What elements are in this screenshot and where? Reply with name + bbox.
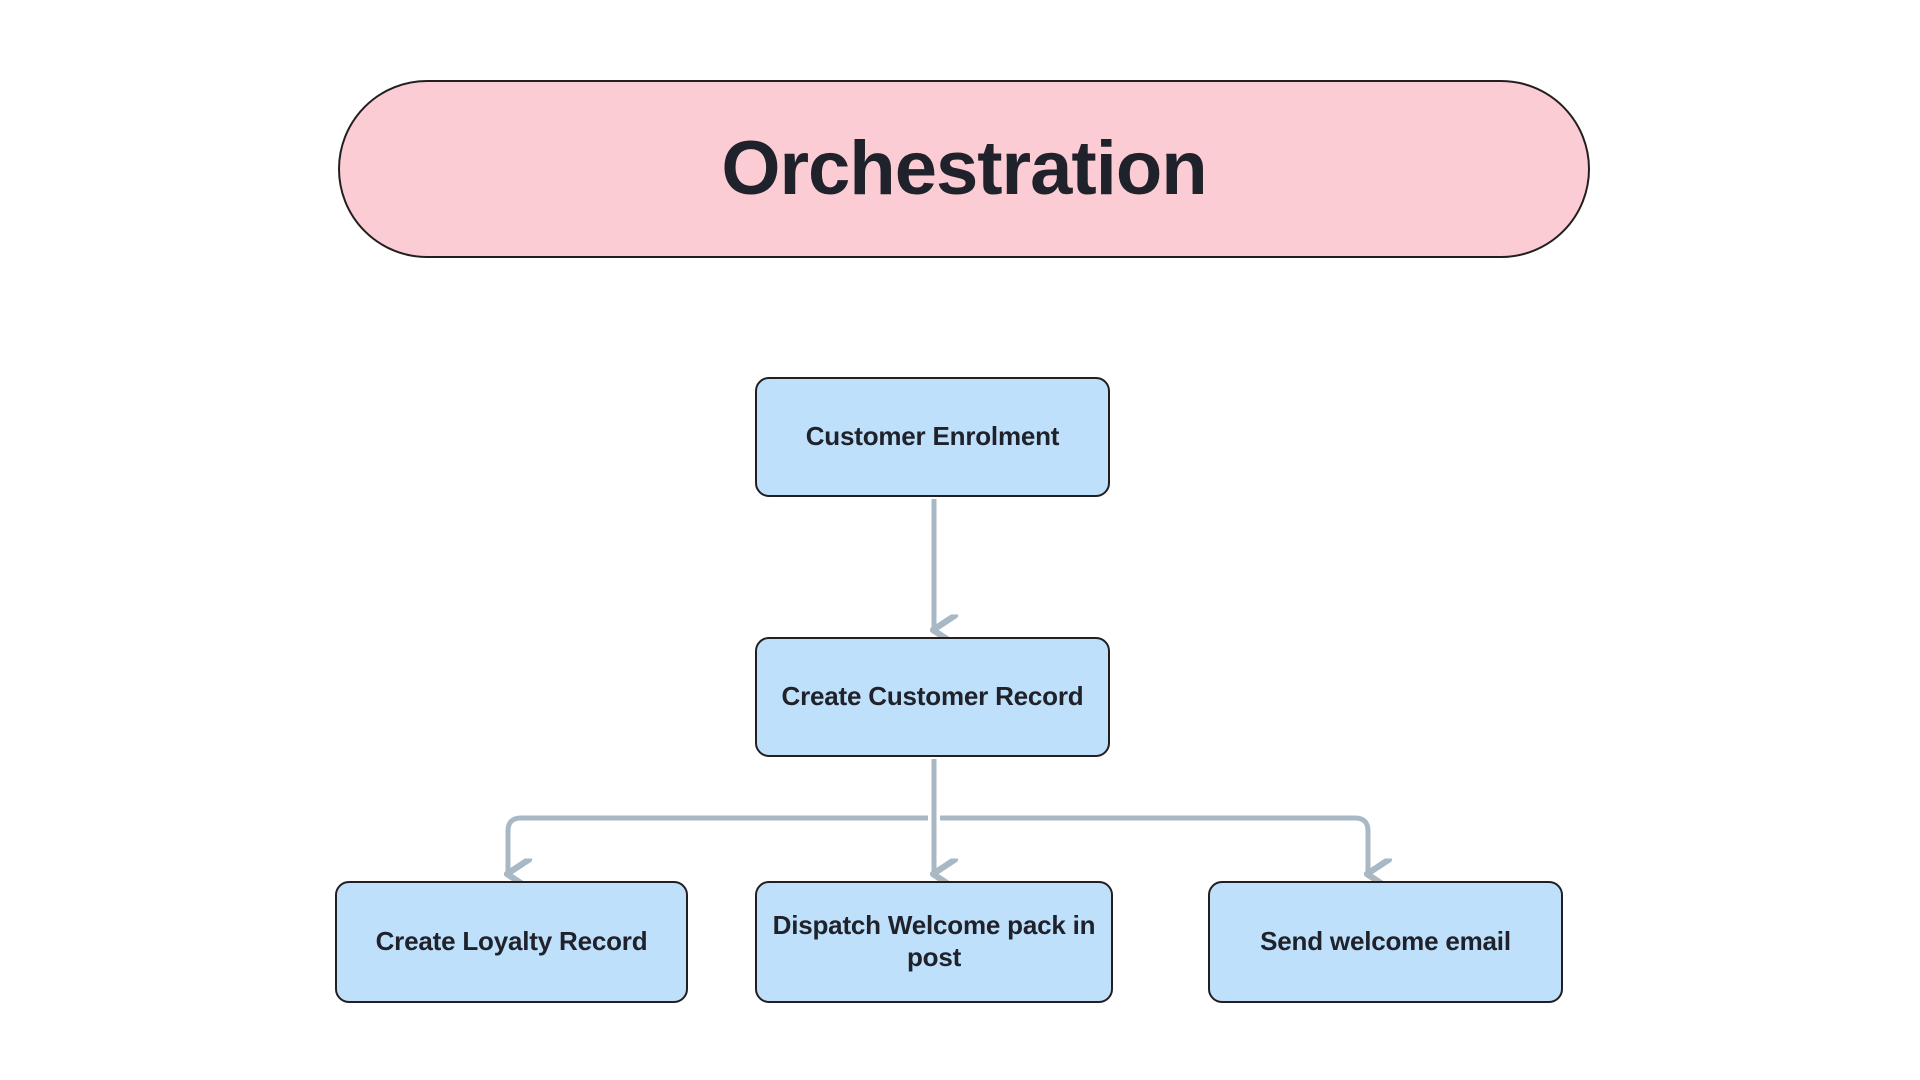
edge-create-record-to-email [940, 815, 1368, 874]
node-send-welcome-email[interactable]: Send welcome email [1208, 881, 1563, 1003]
diagram-title-label: Orchestration [721, 126, 1207, 212]
node-dispatch-welcome-pack-label: Dispatch Welcome pack in post [772, 910, 1096, 972]
node-create-loyalty-record[interactable]: Create Loyalty Record [335, 881, 688, 1003]
node-dispatch-welcome-pack[interactable]: Dispatch Welcome pack in post [755, 881, 1113, 1003]
node-customer-enrolment-label: Customer Enrolment [805, 421, 1060, 452]
node-create-loyalty-record-label: Create Loyalty Record [375, 926, 648, 957]
node-create-customer-record[interactable]: Create Customer Record [755, 637, 1110, 757]
node-create-customer-record-label: Create Customer Record [781, 681, 1084, 712]
node-send-welcome-email-label: Send welcome email [1260, 926, 1511, 957]
node-customer-enrolment[interactable]: Customer Enrolment [755, 377, 1110, 497]
edge-create-record-to-loyalty [508, 815, 928, 874]
diagram-title-node[interactable]: Orchestration [338, 80, 1590, 258]
